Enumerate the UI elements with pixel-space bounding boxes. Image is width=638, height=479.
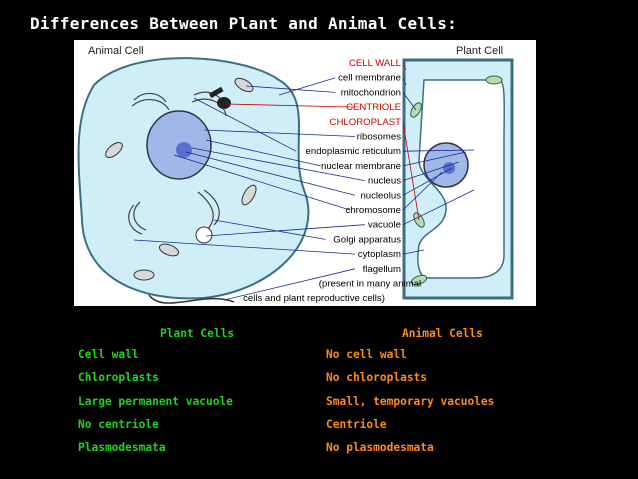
diagram-label: CENTRIOLE bbox=[346, 102, 401, 113]
label-pointer-line bbox=[173, 154, 351, 211]
diagram-label: ribosomes bbox=[357, 132, 401, 143]
diagram-label: flagellum bbox=[363, 264, 401, 275]
animal-vacuole bbox=[195, 226, 213, 244]
diagram-label: (present in many animal bbox=[319, 279, 421, 290]
label-pointer-line bbox=[402, 151, 467, 167]
label-pointer-line bbox=[191, 147, 365, 181]
label-pointer-line bbox=[193, 97, 297, 152]
plant-item: Chloroplasts bbox=[78, 371, 159, 385]
label-pointer-line bbox=[402, 62, 407, 71]
animal-item: Centriole bbox=[326, 417, 387, 431]
label-pointer-line bbox=[402, 167, 453, 196]
diagram-label: endoplasmic reticulum bbox=[306, 146, 401, 157]
diagram-label: mitochondrion bbox=[341, 87, 401, 98]
label-pointer-line bbox=[402, 161, 460, 181]
plant-column-header: Plant Cells bbox=[160, 327, 235, 340]
animal-flagellum bbox=[148, 294, 235, 304]
diagram-label: Golgi apparatus bbox=[333, 234, 401, 245]
diagram-label: cells and plant reproductive cells) bbox=[243, 293, 385, 304]
animal-item: Small, temporary vacuoles bbox=[326, 394, 495, 408]
label-pointer-line bbox=[402, 171, 443, 211]
label-group: CELL WALL cell membrane mitochondrionCENTR… bbox=[133, 58, 475, 304]
animal-item: No cell wall bbox=[326, 348, 407, 361]
diagram-label: nucleolus bbox=[360, 190, 401, 201]
plant-item: Plasmodesmata bbox=[78, 441, 166, 455]
label-pointer-line bbox=[205, 139, 321, 167]
diagram-label: cell membrane bbox=[338, 73, 401, 84]
label-pointer-line bbox=[278, 77, 336, 96]
animal-item: No plasmodesmata bbox=[326, 441, 434, 455]
label-pointer-line bbox=[203, 129, 355, 137]
cell-diagram-svg: CELL WALL cell membrane mitochondrionCENTR… bbox=[77, 45, 514, 304]
diagram-label: CHLOROPLAST bbox=[330, 117, 402, 128]
plant-item: Cell wall bbox=[78, 348, 139, 361]
diagram-label: CELL WALL bbox=[349, 58, 402, 69]
label-pointer-line bbox=[225, 103, 355, 108]
diagram-label: vacuole bbox=[368, 220, 401, 231]
diagram-label: nuclear membrane bbox=[321, 161, 401, 172]
page-title: Differences Between Plant and Animal Cel… bbox=[30, 14, 458, 33]
label-pointer-line bbox=[223, 268, 355, 301]
plant-cell-title: Plant Cell bbox=[456, 45, 503, 57]
label-pointer-line bbox=[402, 189, 475, 226]
plant-item: Large permanent vacuole bbox=[78, 394, 233, 408]
plant-list: Cell wall Chloroplasts Large permanent v… bbox=[78, 343, 233, 459]
diagram-label: nucleus bbox=[368, 176, 401, 187]
label-pointer-line bbox=[402, 121, 420, 221]
animal-nucleolus bbox=[176, 142, 192, 158]
label-pointer-line bbox=[205, 224, 365, 237]
diagram-label: cytoplasm bbox=[358, 249, 401, 260]
animal-cell-title: Animal Cell bbox=[88, 45, 144, 57]
label-pointer-line bbox=[402, 149, 475, 152]
label-pointer-line bbox=[185, 151, 355, 196]
animal-item: No chloroplasts bbox=[326, 371, 428, 385]
animal-mitochondria bbox=[105, 77, 257, 281]
label-pointer-line bbox=[402, 92, 417, 111]
label-pointer-line bbox=[402, 77, 407, 86]
diagram-label: chromosome bbox=[346, 205, 401, 216]
label-pointer-line bbox=[245, 85, 336, 93]
label-pointer-line bbox=[402, 249, 425, 255]
plant-item: No centriole bbox=[78, 417, 159, 431]
animal-cell-body bbox=[77, 57, 310, 300]
animal-column-header: Animal Cells bbox=[402, 327, 483, 340]
animal-list: No cell wall No chloroplasts Small, temp… bbox=[326, 343, 494, 459]
label-pointer-line bbox=[133, 239, 355, 255]
label-pointer-line bbox=[213, 219, 326, 240]
animal-centriole bbox=[208, 86, 231, 109]
